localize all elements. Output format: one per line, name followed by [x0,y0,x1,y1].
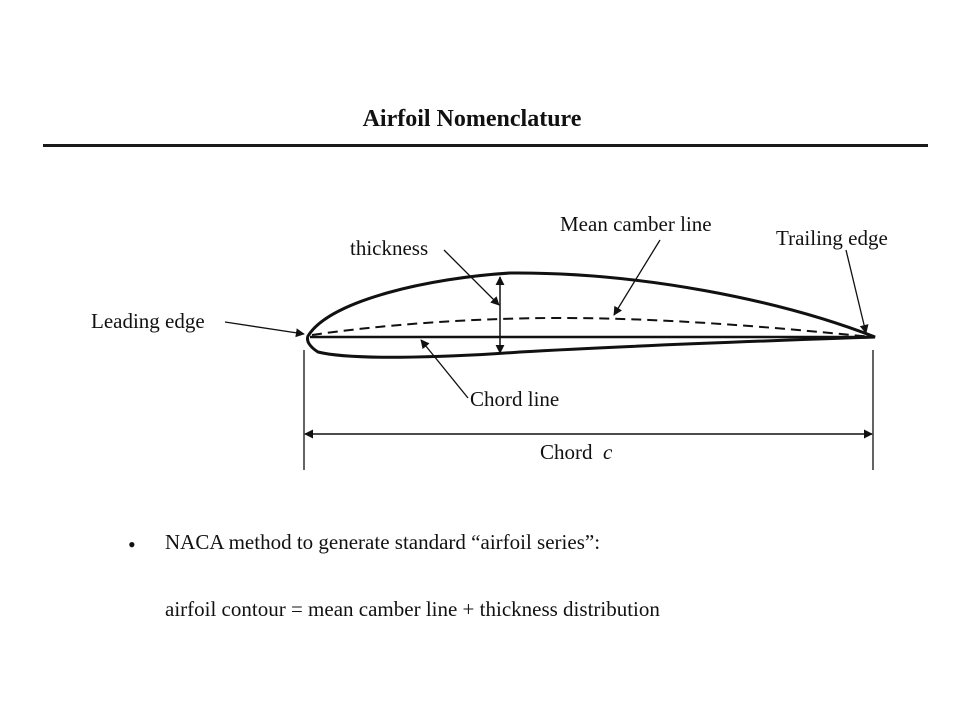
page-title: Airfoil Nomenclature [362,106,582,132]
thickness-leader [443,249,500,306]
chord-line-leader [420,339,469,399]
chord-symbol: c [603,440,613,464]
chord-line-label: Chord line [470,387,560,411]
trailing-edge-label: Trailing edge [776,226,888,250]
bullet-line-1: NACA method to generate standard “airfoi… [165,530,601,554]
chord-label: Chord c [540,440,612,465]
airfoil-outline [306,271,876,359]
mean-camber-line-label: Mean camber line [560,212,712,236]
mean-camber-line [311,316,873,338]
bullet-line-2: airfoil contour = mean camber line + thi… [165,597,660,621]
trailing-edge-leader [845,249,869,334]
thickness-label: thickness [350,236,429,260]
mean-camber-leader [613,239,661,316]
bullet-marker: • [128,532,136,557]
chord-label-text: Chord [540,440,593,464]
leading-edge-leader [224,321,305,338]
leading-edge-label: Leading edge [91,309,205,333]
title-underline [43,144,928,147]
